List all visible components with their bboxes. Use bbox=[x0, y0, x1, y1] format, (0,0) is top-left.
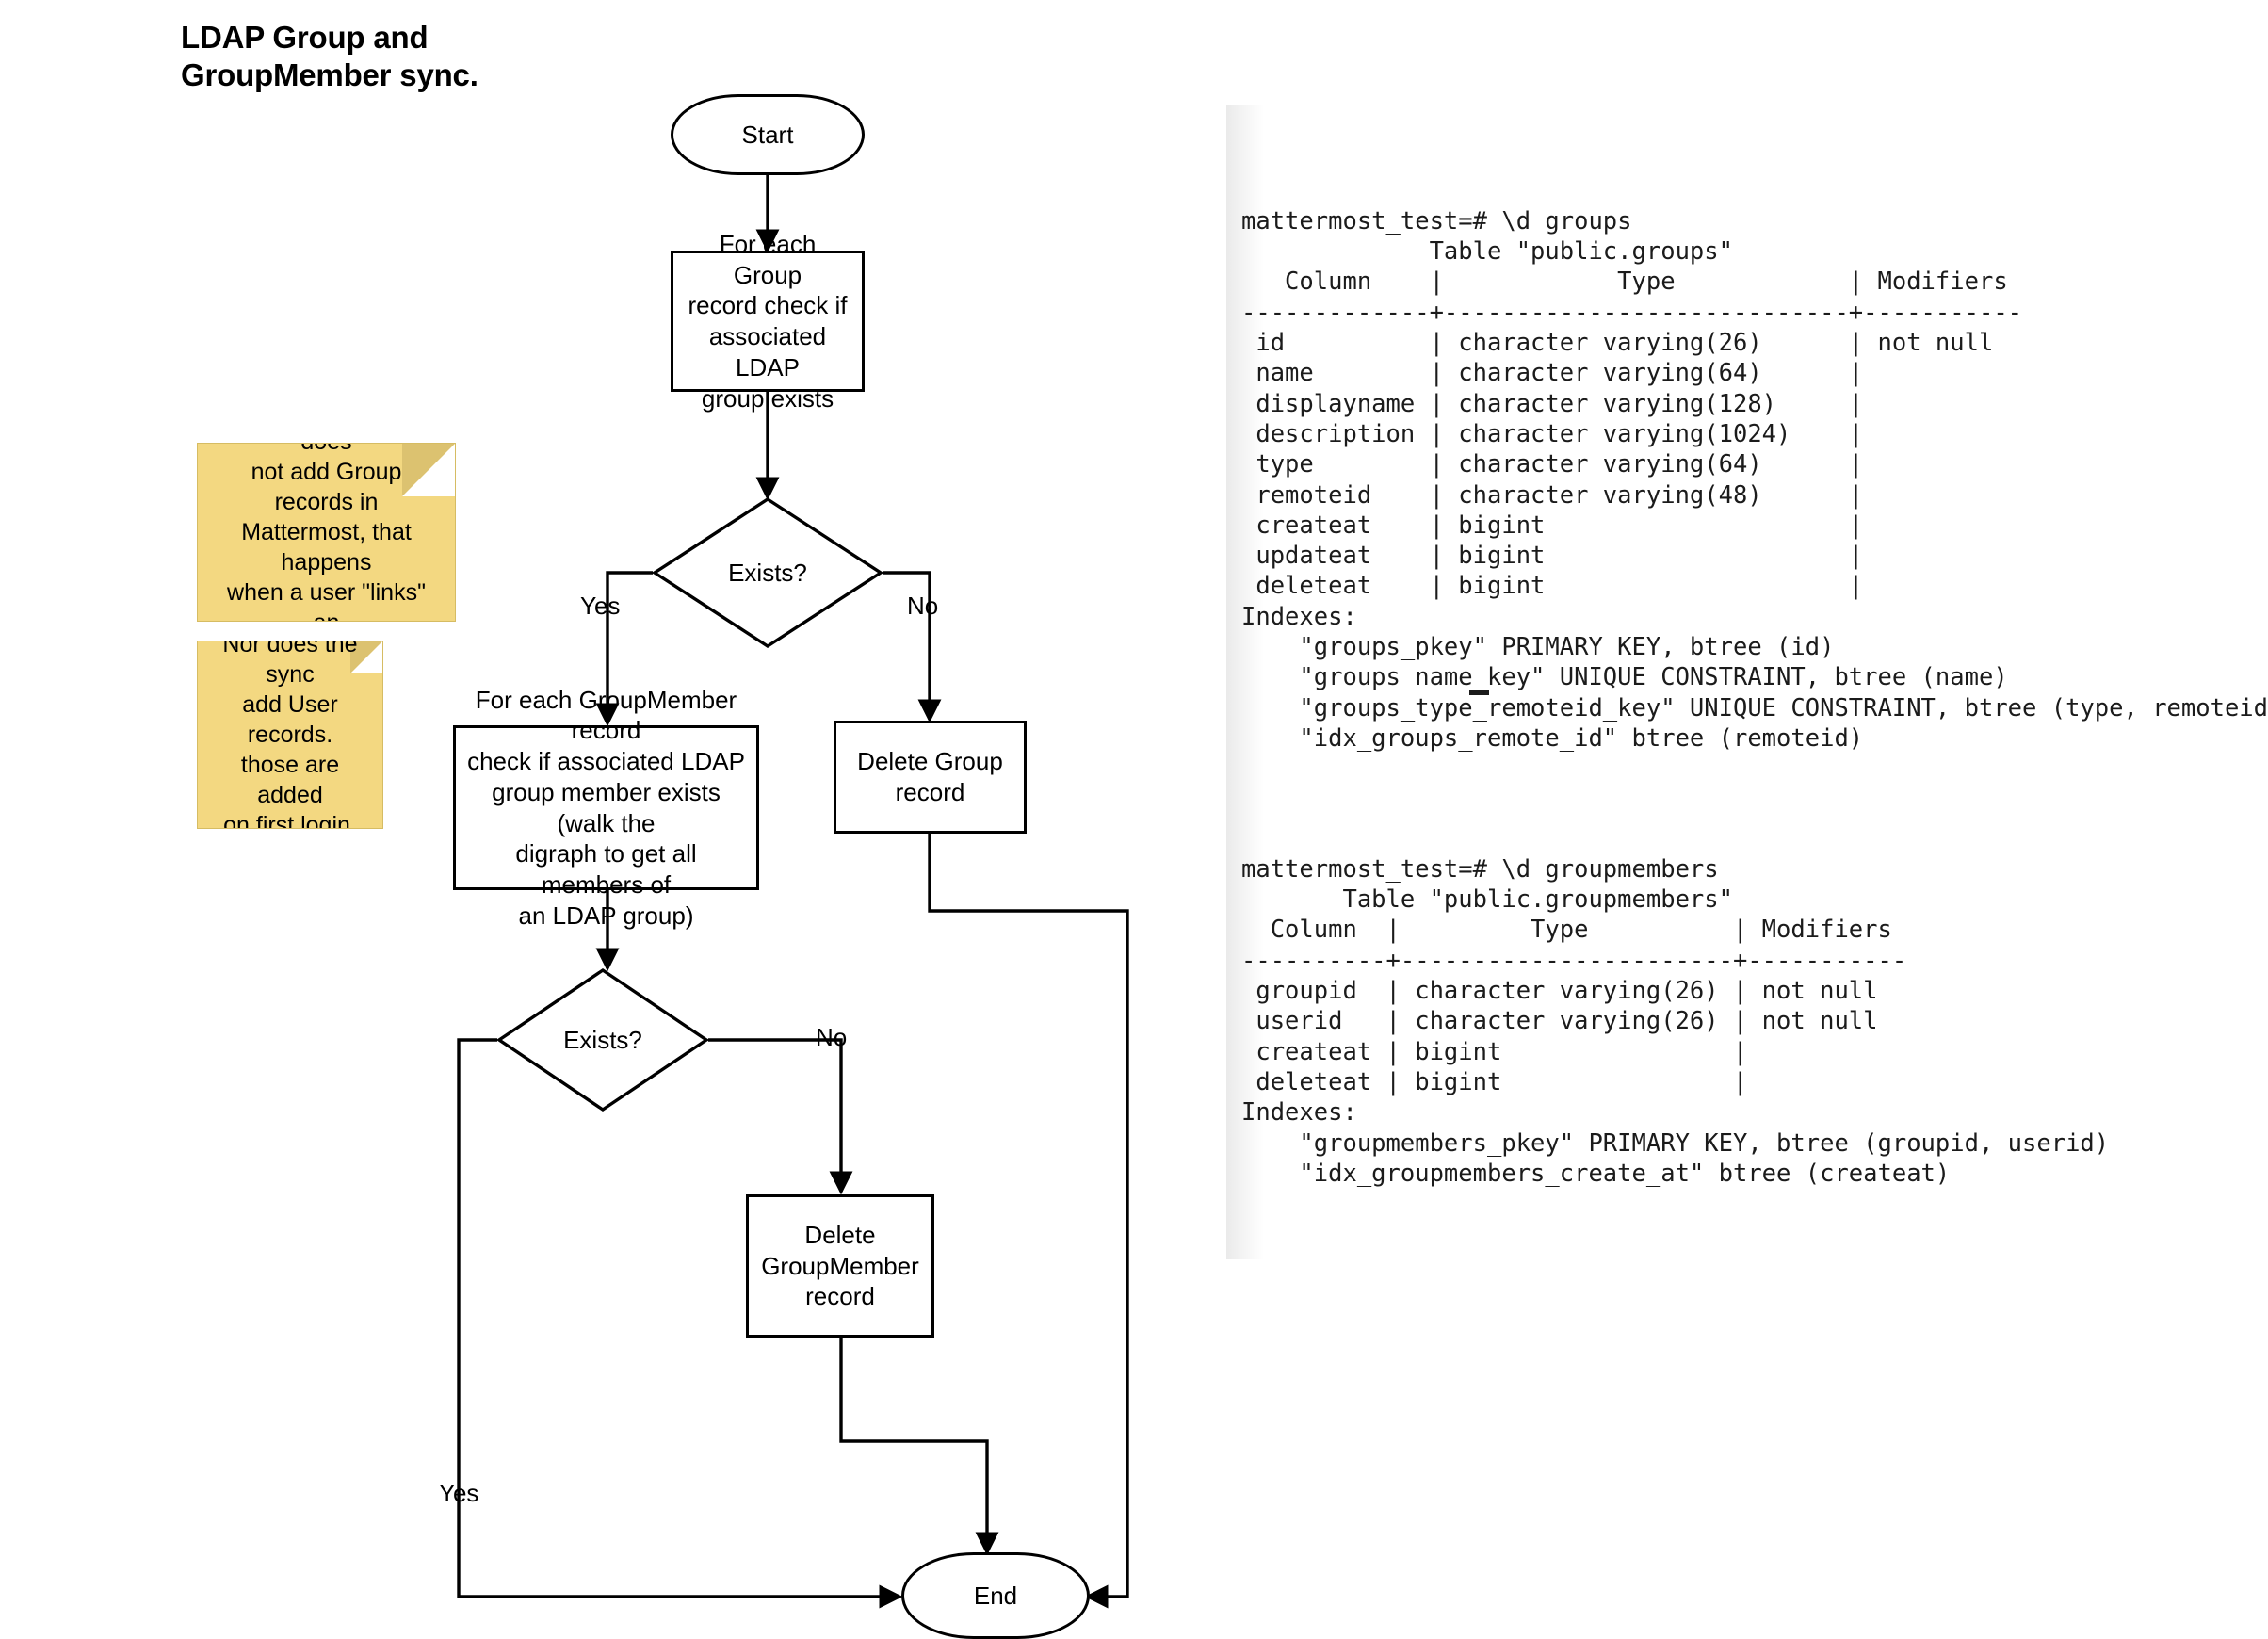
edge-decision-yes-to-check-member bbox=[595, 571, 653, 727]
edge-label-member-no: No bbox=[816, 1023, 848, 1051]
node-check-group-record[interactable]: For each Group record check if associate… bbox=[671, 230, 865, 413]
node-delete-group-record-label: Delete Group record bbox=[857, 747, 1003, 806]
terminal-cursor bbox=[1469, 690, 1489, 695]
sticky-note-user-records-text: Nor does the sync add User records. thos… bbox=[222, 641, 358, 829]
terminal-output-groupmembers: mattermost_test=# \d groupmembers Table … bbox=[1226, 754, 2110, 1259]
edge-delete-groupmember-to-end bbox=[839, 1338, 999, 1556]
terminal-output-groups: mattermost_test=# \d groups Table "publi… bbox=[1226, 105, 2268, 824]
sticky-note-group-records-text: The sync process does not add Group reco… bbox=[227, 444, 426, 621]
page-title: LDAP Group and GroupMember sync. bbox=[181, 20, 478, 93]
edge-label-group-no: No bbox=[907, 592, 939, 620]
edge-decision-no-to-delete-group bbox=[883, 571, 942, 723]
node-check-group-record-label: For each Group record check if associate… bbox=[688, 229, 848, 413]
node-end[interactable]: End bbox=[901, 1552, 1090, 1639]
decision-exists-group-shape bbox=[651, 496, 884, 649]
edge-label-group-yes: Yes bbox=[580, 592, 621, 620]
edge-decision2-no-to-delete-groupmember bbox=[708, 1038, 853, 1195]
edge-delete-group-to-end bbox=[928, 833, 1129, 1609]
sticky-note-group-records: The sync process does not add Group reco… bbox=[197, 443, 456, 622]
node-end-label: End bbox=[973, 1581, 1018, 1610]
node-delete-group-record[interactable]: Delete Group record bbox=[834, 721, 1027, 834]
sticky-note-user-records: Nor does the sync add User records. thos… bbox=[197, 641, 383, 829]
edge-decision2-yes-to-end bbox=[457, 1038, 903, 1609]
edge-label-member-yes: Yes bbox=[439, 1479, 479, 1507]
node-check-groupmember-record-label: For each GroupMember record check if ass… bbox=[467, 685, 745, 930]
node-check-groupmember-record[interactable]: For each GroupMember record check if ass… bbox=[453, 686, 759, 930]
node-delete-groupmember-record[interactable]: Delete GroupMember record bbox=[746, 1194, 934, 1338]
terminal-gutter-shade bbox=[1226, 754, 1264, 1259]
terminal-gutter-shade bbox=[1226, 105, 1264, 824]
terminal-output-groups-text: mattermost_test=# \d groups Table "publi… bbox=[1241, 206, 2268, 753]
terminal-output-groupmembers-text: mattermost_test=# \d groupmembers Table … bbox=[1241, 854, 2110, 1188]
sticky-fold-corner bbox=[402, 444, 455, 496]
decision-exists-member-shape bbox=[495, 967, 710, 1112]
node-delete-groupmember-record-label: Delete GroupMember record bbox=[761, 1220, 919, 1311]
sticky-fold-corner bbox=[350, 641, 382, 673]
node-start-label: Start bbox=[741, 120, 794, 149]
node-start[interactable]: Start bbox=[671, 94, 865, 175]
